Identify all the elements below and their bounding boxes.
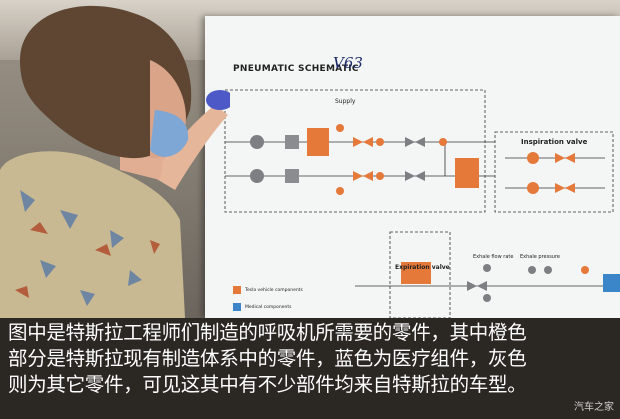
- exhale-flow-label: Exhale flow rate: [473, 254, 514, 260]
- inspiration-valve-label: Inspiration valve: [521, 138, 588, 146]
- expiration-valve-label: Expiration valve: [395, 264, 450, 271]
- legend-medical: Medical components: [245, 305, 292, 310]
- whiteboard: PNEUMATIC SCHEMATIC V63 Supply Inspirati…: [205, 16, 620, 318]
- caption-line-1: 图中是特斯拉工程师们制造的呼吸机所需要的零件，其中橙色: [8, 321, 527, 344]
- caption-line-3: 则为其它零件，可见这其中有不少部件均来自特斯拉的车型。: [8, 373, 527, 396]
- photo-scene: PNEUMATIC SCHEMATIC V63 Supply Inspirati…: [0, 0, 620, 318]
- supply-label: Supply: [335, 98, 356, 105]
- watermark-text: 汽车之家: [574, 402, 614, 413]
- caption-line-2: 部分是特斯拉现有制造体系中的零件，蓝色为医疗组件，灰色: [8, 347, 527, 370]
- legend-tesla: Tesla vehicle components: [245, 288, 303, 293]
- version-handwritten: V63: [333, 54, 363, 72]
- caption-bar: 图中是特斯拉工程师们制造的呼吸机所需要的零件，其中橙色 部分是特斯拉现有制造体系…: [0, 318, 620, 419]
- engineer-person: [0, 5, 230, 318]
- exhale-pressure-label: Exhale pressure: [520, 254, 561, 260]
- schematic-title: PNEUMATIC SCHEMATIC: [233, 64, 359, 74]
- schematic-drawing: [224, 89, 620, 318]
